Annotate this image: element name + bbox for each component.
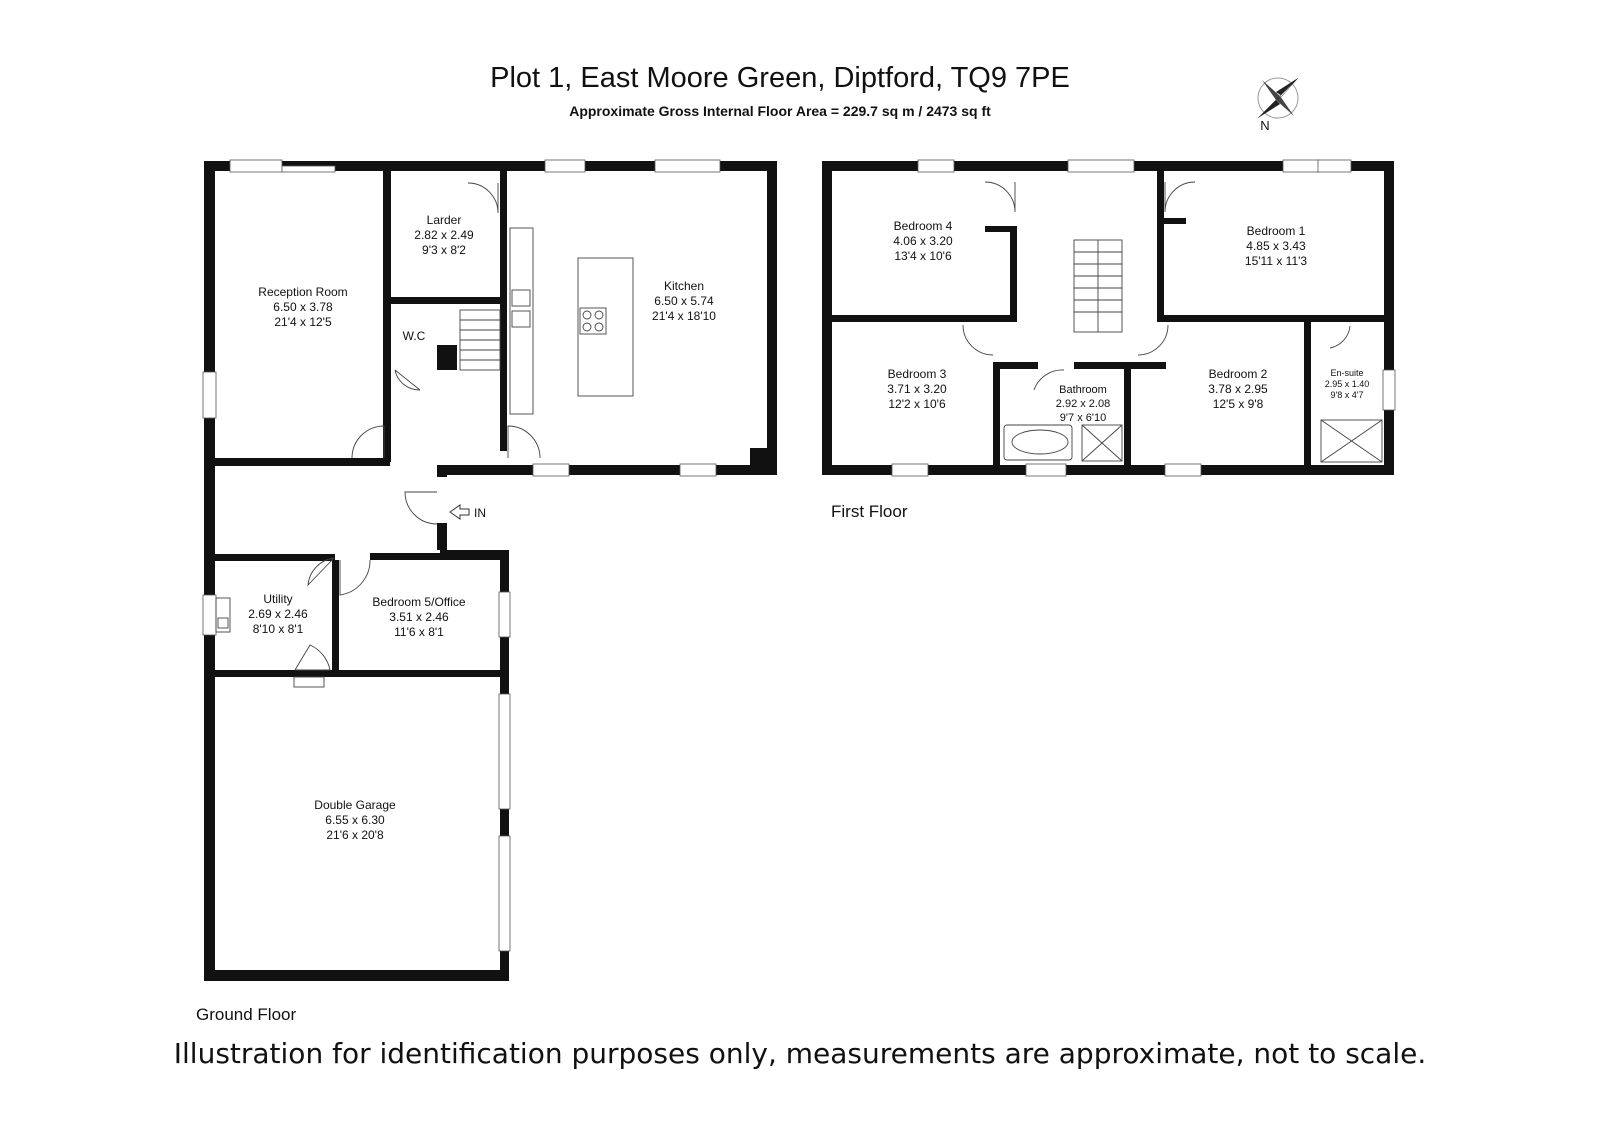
svg-text:2.82 x 2.49: 2.82 x 2.49 bbox=[414, 228, 474, 242]
room-bedroom-5-office: Bedroom 5/Office 3.51 x 2.46 11'6 x 8'1 bbox=[372, 595, 465, 639]
room-double-garage: Double Garage 6.55 x 6.30 21'6 x 20'8 bbox=[314, 798, 396, 842]
plan-title: Plot 1, East Moore Green, Diptford, TQ9 … bbox=[490, 62, 1070, 94]
svg-text:Bedroom 4: Bedroom 4 bbox=[894, 219, 953, 233]
svg-text:12'5 x 9'8: 12'5 x 9'8 bbox=[1213, 397, 1264, 411]
room-bathroom: Bathroom 2.92 x 2.08 9'7 x 6'10 bbox=[1056, 384, 1110, 424]
svg-text:Utility: Utility bbox=[263, 592, 292, 606]
room-utility: Utility 2.69 x 2.46 8'10 x 8'1 bbox=[248, 592, 308, 636]
ground-floor-label: Ground Floor bbox=[196, 1005, 297, 1024]
compass-rose-icon bbox=[1257, 77, 1299, 119]
svg-text:2.92 x 2.08: 2.92 x 2.08 bbox=[1056, 398, 1110, 410]
svg-text:Larder: Larder bbox=[427, 213, 462, 227]
svg-text:Double Garage: Double Garage bbox=[314, 798, 396, 812]
room-reception: Reception Room 6.50 x 3.78 21'4 x 12'5 bbox=[258, 285, 347, 329]
ground-floor-plan bbox=[202, 159, 777, 981]
svg-text:21'4 x 12'5: 21'4 x 12'5 bbox=[274, 315, 332, 329]
svg-text:Bathroom: Bathroom bbox=[1059, 384, 1107, 396]
svg-text:Bedroom 3: Bedroom 3 bbox=[888, 367, 947, 381]
room-larder: Larder 2.82 x 2.49 9'3 x 8'2 bbox=[414, 213, 474, 257]
svg-text:W.C: W.C bbox=[403, 329, 426, 343]
svg-text:21'4 x 18'10: 21'4 x 18'10 bbox=[652, 309, 716, 323]
svg-text:15'11 x 11'3: 15'11 x 11'3 bbox=[1245, 254, 1308, 268]
svg-text:En-suite: En-suite bbox=[1330, 368, 1363, 378]
first-floor-plan bbox=[822, 159, 1396, 477]
svg-text:9'3 x 8'2: 9'3 x 8'2 bbox=[422, 243, 466, 257]
svg-text:4.85 x 3.43: 4.85 x 3.43 bbox=[1246, 239, 1306, 253]
svg-text:Bedroom 1: Bedroom 1 bbox=[1247, 224, 1306, 238]
svg-text:Kitchen: Kitchen bbox=[664, 279, 704, 293]
svg-text:11'6 x 8'1: 11'6 x 8'1 bbox=[394, 625, 444, 639]
svg-text:Reception Room: Reception Room bbox=[258, 285, 347, 299]
svg-text:21'6 x 20'8: 21'6 x 20'8 bbox=[326, 828, 384, 842]
room-bedroom-1: Bedroom 1 4.85 x 3.43 15'11 x 11'3 bbox=[1245, 224, 1308, 268]
room-bedroom-2: Bedroom 2 3.78 x 2.95 12'5 x 9'8 bbox=[1208, 367, 1268, 411]
room-en-suite: En-suite 2.95 x 1.40 9'8 x 4'7 bbox=[1325, 368, 1370, 400]
first-floor-label: First Floor bbox=[831, 502, 908, 521]
svg-text:3.78 x 2.95: 3.78 x 2.95 bbox=[1208, 382, 1268, 396]
svg-text:6.50 x 5.74: 6.50 x 5.74 bbox=[654, 294, 714, 308]
entrance-arrow-icon bbox=[449, 504, 470, 520]
room-wc: W.C bbox=[403, 329, 426, 343]
svg-text:6.55 x 6.30: 6.55 x 6.30 bbox=[325, 813, 385, 827]
room-bedroom-4: Bedroom 4 4.06 x 3.20 13'4 x 10'6 bbox=[893, 219, 953, 263]
room-kitchen: Kitchen 6.50 x 5.74 21'4 x 18'10 bbox=[652, 279, 716, 323]
disclaimer-text: Illustration for identification purposes… bbox=[173, 1037, 1427, 1070]
svg-text:9'8 x 4'7: 9'8 x 4'7 bbox=[1331, 390, 1364, 400]
compass-north-label: N bbox=[1260, 118, 1269, 133]
svg-text:2.69 x 2.46: 2.69 x 2.46 bbox=[248, 607, 308, 621]
svg-text:Bedroom 5/Office: Bedroom 5/Office bbox=[372, 595, 465, 609]
svg-text:2.95 x 1.40: 2.95 x 1.40 bbox=[1325, 379, 1370, 389]
entrance-label: IN bbox=[474, 506, 486, 520]
floor-area-subtitle: Approximate Gross Internal Floor Area = … bbox=[569, 103, 991, 119]
svg-text:4.06 x 3.20: 4.06 x 3.20 bbox=[893, 234, 953, 248]
svg-text:Bedroom 2: Bedroom 2 bbox=[1209, 367, 1268, 381]
svg-text:3.51 x 2.46: 3.51 x 2.46 bbox=[389, 610, 449, 624]
svg-text:12'2 x 10'6: 12'2 x 10'6 bbox=[888, 397, 946, 411]
svg-text:3.71 x 3.20: 3.71 x 3.20 bbox=[887, 382, 947, 396]
svg-text:8'10 x 8'1: 8'10 x 8'1 bbox=[253, 622, 304, 636]
svg-text:13'4 x 10'6: 13'4 x 10'6 bbox=[894, 249, 952, 263]
svg-text:6.50 x 3.78: 6.50 x 3.78 bbox=[273, 300, 333, 314]
room-bedroom-3: Bedroom 3 3.71 x 3.20 12'2 x 10'6 bbox=[887, 367, 947, 411]
svg-text:9'7 x 6'10: 9'7 x 6'10 bbox=[1060, 412, 1106, 424]
